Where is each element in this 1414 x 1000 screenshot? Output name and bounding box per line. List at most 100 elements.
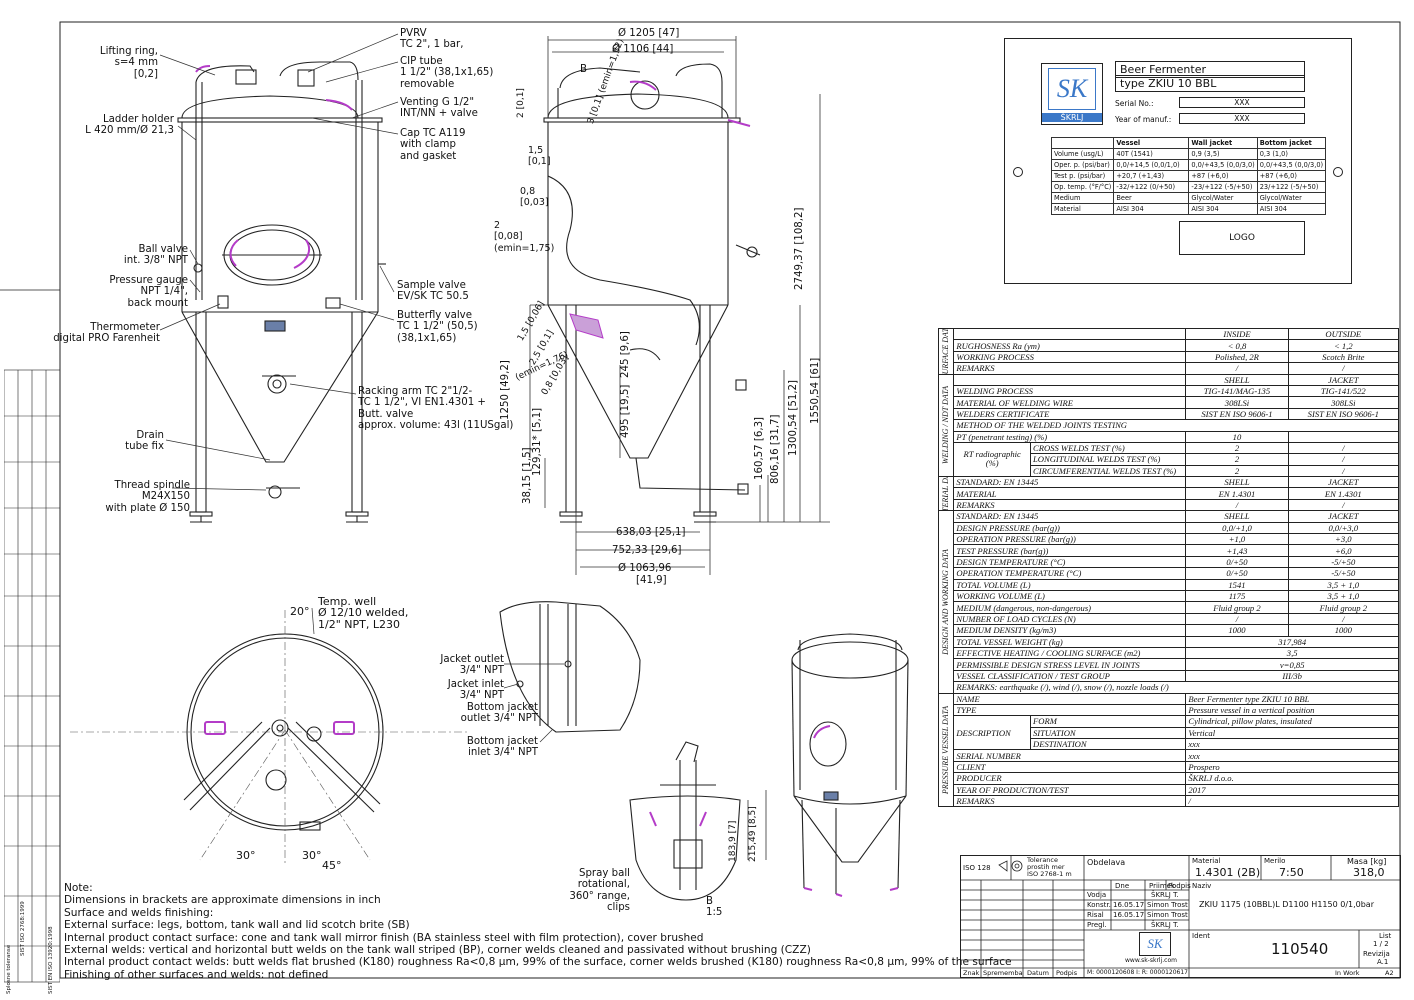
- iso-label: ISO 128: [963, 864, 991, 872]
- dim-d638: 638,03 [25,1]: [616, 527, 686, 538]
- dim-h129: 129,31* [5,1]: [532, 407, 543, 476]
- drawing-frame: [59, 21, 1401, 979]
- masa-label: Masa [kg]: [1347, 857, 1387, 866]
- row-vodja-name: ŠKRLJ T.: [1151, 891, 1179, 899]
- dim-h1550: 1550,54 [61]: [810, 357, 821, 424]
- hole-left-icon: [1013, 167, 1023, 177]
- plate-row: Volume (usg/L)40T (1541)0,9 (3,5)0,3 (1,…: [1050, 148, 1327, 160]
- dim-h1250: 1250 [49,2]: [500, 360, 511, 420]
- material-value: 1.4301 (2B): [1195, 866, 1261, 879]
- row-vodja: Vodja: [1087, 891, 1107, 899]
- dim-h1300: 1300,54 [51,2]: [788, 380, 799, 456]
- lifting-ring-label: Lifting ring,s=4 mm[0,2]: [99, 46, 158, 80]
- note-line: External surface: legs, bottom, tank wal…: [64, 919, 410, 932]
- table-row: PT (penetrant testing) (%)10: [939, 430, 1400, 443]
- leader-lines: [159, 33, 564, 743]
- table-row: MEDIUM (dangerous, non-dangerous)Fluid g…: [939, 601, 1400, 614]
- sk-small-logo-icon: SK: [1139, 932, 1171, 956]
- note-line: Surface and welds finishing:: [64, 906, 214, 919]
- dim-t08a: 0,8[0,03]: [520, 186, 549, 209]
- sk-logo-icon: SK: [1048, 68, 1096, 110]
- table-row: TOTAL VESSEL WEIGHT (kg)317,984: [939, 635, 1399, 648]
- head-podpis: Podpis: [1168, 882, 1191, 890]
- angle-20: 20°: [290, 605, 310, 618]
- bottom-podpis: Podpis: [1056, 969, 1078, 977]
- note-line: External welds: vertical and horizontal …: [64, 944, 811, 957]
- naziv-value: ZKIU 1175 (10BBL)L D1100 H1150 0/1,0bar: [1199, 900, 1374, 909]
- table-row: NUMBER OF LOAD CYCLES (N)//: [939, 612, 1400, 626]
- table-row: TEST PRESSURE (bar(g))+1,43+6,0: [939, 544, 1400, 557]
- tolerance-grid: [3, 369, 61, 983]
- detail-b-marker: B: [580, 64, 587, 75]
- table-row: DESIGN TEMPERATURE (°C)0/+50-5/+50: [939, 555, 1400, 569]
- angle-30-right: 30°: [302, 849, 322, 862]
- dim-h2749: 2749,37 [108,2]: [794, 207, 805, 290]
- list-label: List: [1379, 932, 1392, 940]
- racking-arm-label: Racking arm TC 2"1/2-TC 1 1/2", VI EN1.4…: [358, 386, 514, 432]
- head-dne: Dne: [1115, 882, 1130, 890]
- dim-d1205: Ø 1205 [47]: [618, 28, 680, 39]
- website: www.sk-skrlj.com: [1125, 957, 1177, 964]
- isometric-view: [791, 633, 909, 894]
- note-line: Internal product contact surface: cone a…: [64, 931, 704, 944]
- nameplate: SK ŠKRLJ Beer Fermenter type ZKIU 10 BBL…: [1004, 38, 1352, 284]
- front-view: [177, 61, 386, 523]
- row-pregl: Pregl.: [1087, 921, 1107, 929]
- table-row: OPERATION TEMPERATURE (°C)0/+50-5/+50: [939, 567, 1400, 580]
- logo-box: LOGO: [1179, 221, 1305, 255]
- obdelava-label: Obdelava: [1087, 858, 1126, 867]
- plate-row: Op. temp. (°F/°C)-32/+122 (0/+50)-23/+12…: [1050, 181, 1327, 193]
- bottom-sprememba: Sprememba: [983, 969, 1023, 977]
- ident-value: 110540: [1271, 940, 1329, 958]
- angle-45: 45°: [322, 859, 342, 872]
- dim-t2b: 2[0,08](emin=1,75): [494, 220, 555, 254]
- dim-h245: 245 [9,6]: [620, 331, 631, 378]
- merilo-label: Merilo: [1264, 857, 1286, 865]
- file-ref: M: 0000120608 I: R: 0000120617: [1087, 969, 1188, 976]
- row-konstr-name: Simon Trost: [1147, 901, 1188, 909]
- table-row: OPERATION PRESSURE (bar(g))+1,0+3,0: [939, 533, 1400, 546]
- table-row: EFFECTIVE HEATING / COOLING SURFACE (m2)…: [939, 646, 1399, 660]
- dim-h215: 215,49 [8,5]: [748, 806, 758, 862]
- row-pregl-name: ŠKRLJ T.: [1151, 921, 1179, 929]
- notes: Note: Dimensions in brackets are approxi…: [64, 882, 1012, 981]
- table-row: METHOD OF THE WELDED JOINTS TESTING: [939, 419, 1399, 432]
- status: In Work: [1335, 969, 1360, 977]
- spray-ball-detail: [629, 741, 741, 901]
- bottom-znak: Znak: [963, 969, 980, 977]
- list-value: 1 / 2: [1373, 940, 1389, 948]
- ident-label: Ident: [1192, 932, 1210, 940]
- section-view: [543, 63, 761, 523]
- brand-logo: SK ŠKRLJ: [1041, 63, 1103, 125]
- table-row: RT radiographic (%)CROSS WELDS TEST (%)2…: [939, 441, 1400, 478]
- jacket-detail: [499, 601, 641, 733]
- angle-30-left: 30°: [236, 849, 256, 862]
